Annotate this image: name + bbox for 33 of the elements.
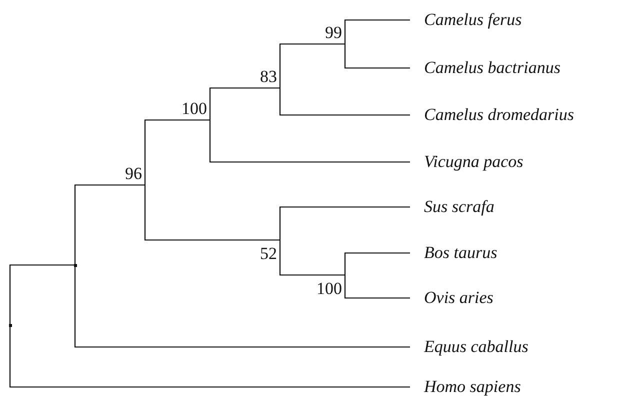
tree-branch [209,87,280,120]
tree-branch [74,265,410,348]
taxon-label: Bos taurus [410,243,498,263]
tree-branch [344,44,410,69]
taxon-label: Camelus dromedarius [410,105,574,125]
bootstrap-value: 100 [182,99,210,120]
tree-branch [9,325,410,388]
taxon-label: Ovis aries [410,288,494,308]
bootstrap-value: 99 [325,23,345,44]
bootstrap-value: 83 [260,67,280,88]
branch-point [9,324,12,327]
taxon-label: Sus scrafa [410,197,494,217]
tree-branch [279,206,410,240]
taxon-label: Equus caballus [410,337,528,357]
tree-branch [344,275,410,299]
tree-branch [9,264,75,325]
tree-branch [279,88,410,116]
tree-branch [344,19,410,44]
tree-branch [74,184,145,265]
tree-branch [209,120,410,163]
tree-branch [279,43,345,88]
tree-branch [279,240,345,276]
branch-point [74,264,77,267]
tree-branch [344,252,410,275]
taxon-label: Camelus ferus [410,10,522,30]
tree-branch [144,119,210,185]
taxon-label: Vicugna pacos [410,152,524,172]
tree-branch [144,185,280,241]
taxon-label: Camelus bactrianus [410,58,560,78]
taxon-label: Homo sapiens [410,377,521,397]
bootstrap-value: 100 [316,275,345,300]
bootstrap-value: 52 [260,240,280,265]
bootstrap-value: 96 [125,164,145,185]
